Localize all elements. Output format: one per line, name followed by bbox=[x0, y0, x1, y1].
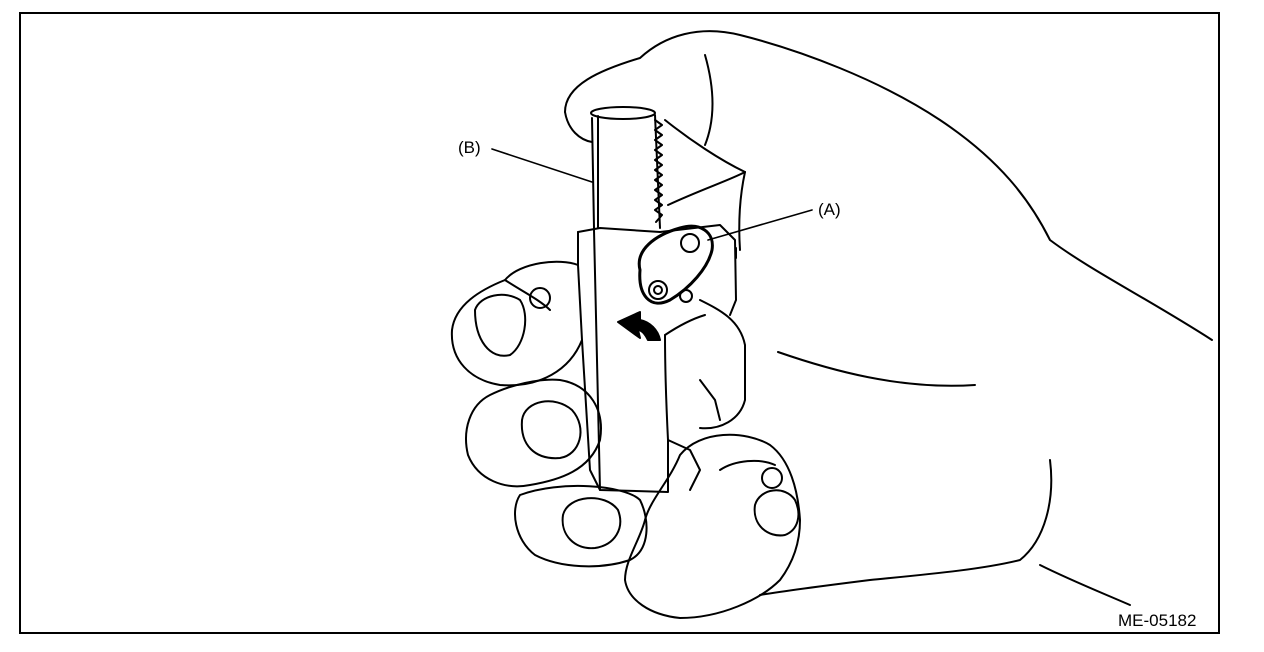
fingers bbox=[450, 260, 801, 619]
leader-a bbox=[707, 209, 813, 241]
figure-code: ME-05182 bbox=[1118, 611, 1197, 630]
callout-a: (A) bbox=[818, 200, 841, 219]
stopper-plate bbox=[637, 224, 714, 305]
direction-arrow bbox=[617, 311, 661, 341]
leader-lines bbox=[491, 148, 813, 241]
leader-b bbox=[491, 148, 593, 183]
tensioner-body bbox=[577, 224, 746, 493]
rod bbox=[590, 106, 663, 229]
callout-b: (B) bbox=[458, 138, 481, 157]
hand-outline bbox=[564, 30, 1213, 606]
